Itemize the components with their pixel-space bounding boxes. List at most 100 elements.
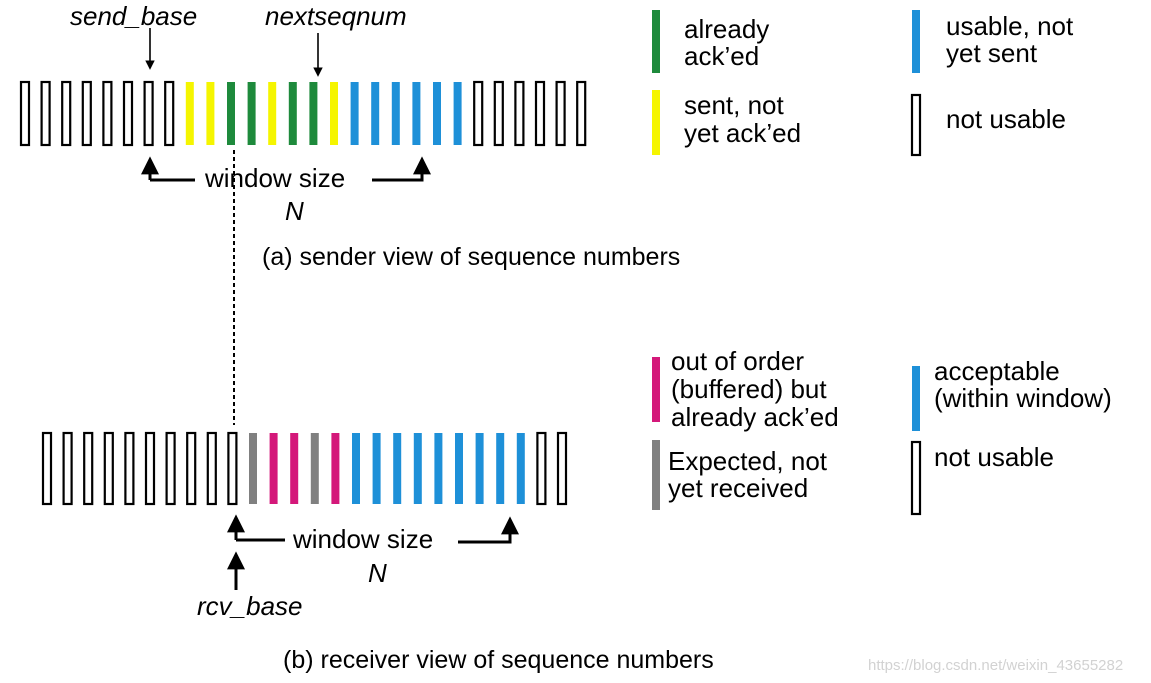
seq-slot-not-usable — [555, 80, 566, 147]
receiver-n-label: N — [368, 558, 387, 588]
seq-slot-not-usable — [40, 80, 51, 147]
seq-slot-not-usable — [19, 80, 31, 147]
receiver-view: window size N rcv_base (b) receiver view… — [41, 346, 1112, 674]
seq-slot-not-usable — [493, 80, 504, 147]
legend-swatch-not-usable — [910, 93, 922, 157]
legend-text-expected: yet received — [668, 473, 808, 503]
legend-text-buffered: (buffered) but — [671, 374, 827, 404]
legend-text-buffered: out of order — [671, 346, 804, 376]
seq-slot-sent — [330, 82, 338, 145]
seq-slot-usable — [433, 82, 441, 145]
seq-slot-not-usable — [186, 431, 197, 506]
seq-slot-acked — [227, 82, 235, 145]
legend-swatch-not-usable — [910, 440, 922, 516]
seq-slot-not-usable — [62, 431, 73, 506]
seq-slot-not-usable — [227, 431, 238, 506]
sender-window-label: window size — [204, 163, 345, 193]
seq-slot-not-usable — [124, 431, 135, 506]
seq-slot-not-usable — [206, 431, 217, 506]
legend-text-expected: Expected, not — [668, 446, 828, 476]
receiver-caption: (b) receiver view of sequence numbers — [283, 646, 714, 674]
seq-slot-sent — [268, 82, 277, 145]
seq-slot-not-usable — [61, 80, 72, 147]
sender-caption: (a) sender view of sequence numbers — [262, 243, 680, 271]
seq-slot-acked — [309, 82, 318, 145]
legend-text-not-usable: not usable — [934, 442, 1054, 472]
seq-slot-acked — [288, 82, 297, 145]
seq-slot-not-usable — [83, 431, 94, 506]
seq-slot-not-usable — [144, 431, 156, 506]
legend-text-not-usable: not usable — [946, 104, 1066, 134]
seq-slot-buffered — [290, 433, 299, 504]
seq-slot-usable — [413, 433, 422, 504]
seq-slot-not-usable — [143, 80, 154, 147]
seq-slot-usable — [475, 433, 484, 504]
seq-slot-not-usable — [473, 80, 484, 147]
legend-text-buffered: already ack’ed — [671, 402, 839, 432]
seq-slot-expected — [249, 433, 257, 504]
seq-slot-usable — [372, 433, 381, 504]
legend-text-usable: usable, not — [946, 11, 1074, 41]
seq-slot-not-usable — [164, 80, 175, 147]
legend-item-not-usable: not usable — [910, 440, 1054, 516]
seq-slot-expected — [310, 433, 319, 504]
seq-slot-acked — [247, 82, 256, 145]
sender-n-label: N — [285, 196, 304, 226]
legend-item-not-usable: not usable — [910, 93, 1066, 157]
seq-slot-usable — [371, 82, 380, 145]
seq-slot-usable — [393, 433, 402, 504]
seq-slot-usable — [516, 433, 525, 504]
legend-swatch-usable — [912, 10, 920, 73]
rcv-base-label: rcv_base — [197, 591, 303, 621]
sender-view: send_base nextseqnum window size N (a) s… — [19, 1, 1074, 271]
legend-text-usable: acceptable — [934, 356, 1060, 386]
seq-slot-usable — [496, 433, 505, 504]
seq-slot-sent — [185, 82, 194, 145]
seq-slot-usable — [352, 433, 360, 504]
seq-slot-not-usable — [556, 431, 568, 506]
nextseqnum-label: nextseqnum — [265, 1, 407, 31]
legend-item-usable: acceptable(within window) — [912, 356, 1112, 431]
seq-slot-not-usable — [103, 431, 114, 506]
watermark: https://blog.csdn.net/weixin_43655282 — [868, 657, 1123, 674]
seq-slot-not-usable — [122, 80, 134, 147]
send-base-label: send_base — [70, 1, 197, 31]
receiver-window-label: window size — [292, 524, 433, 554]
legend-text-usable: yet sent — [946, 38, 1038, 68]
sender-window-right-arrow — [372, 156, 431, 182]
seq-slot-not-usable — [534, 80, 546, 147]
seq-slot-not-usable — [81, 80, 92, 147]
seq-slot-not-usable — [576, 80, 587, 147]
seq-slot-usable — [453, 82, 462, 145]
legend-swatch-buffered — [652, 357, 660, 422]
receiver-window-right-arrow — [458, 516, 519, 544]
legend-text-acked: already — [684, 14, 769, 44]
seq-slot-not-usable — [102, 80, 113, 147]
legend-text-usable: (within window) — [934, 383, 1112, 413]
legend-text-acked: ack’ed — [684, 41, 759, 71]
legend-swatch-expected — [652, 440, 660, 510]
legend-swatch-sent — [652, 90, 660, 155]
seq-slot-usable — [412, 82, 421, 145]
seq-slot-buffered — [331, 433, 340, 504]
seq-slot-sent — [206, 82, 215, 145]
seq-slot-buffered — [269, 433, 278, 504]
seq-slot-not-usable — [536, 431, 547, 506]
seq-slot-not-usable — [165, 431, 176, 506]
legend-text-sent: sent, not — [684, 90, 785, 120]
seq-slot-usable — [434, 433, 443, 504]
legend-swatch-acked — [652, 10, 660, 73]
seq-slot-usable — [391, 82, 400, 145]
seq-slot-usable — [350, 82, 359, 145]
seq-slot-not-usable — [514, 80, 525, 147]
legend-swatch-usable — [912, 366, 920, 431]
legend-text-sent: yet ack’ed — [684, 118, 801, 148]
